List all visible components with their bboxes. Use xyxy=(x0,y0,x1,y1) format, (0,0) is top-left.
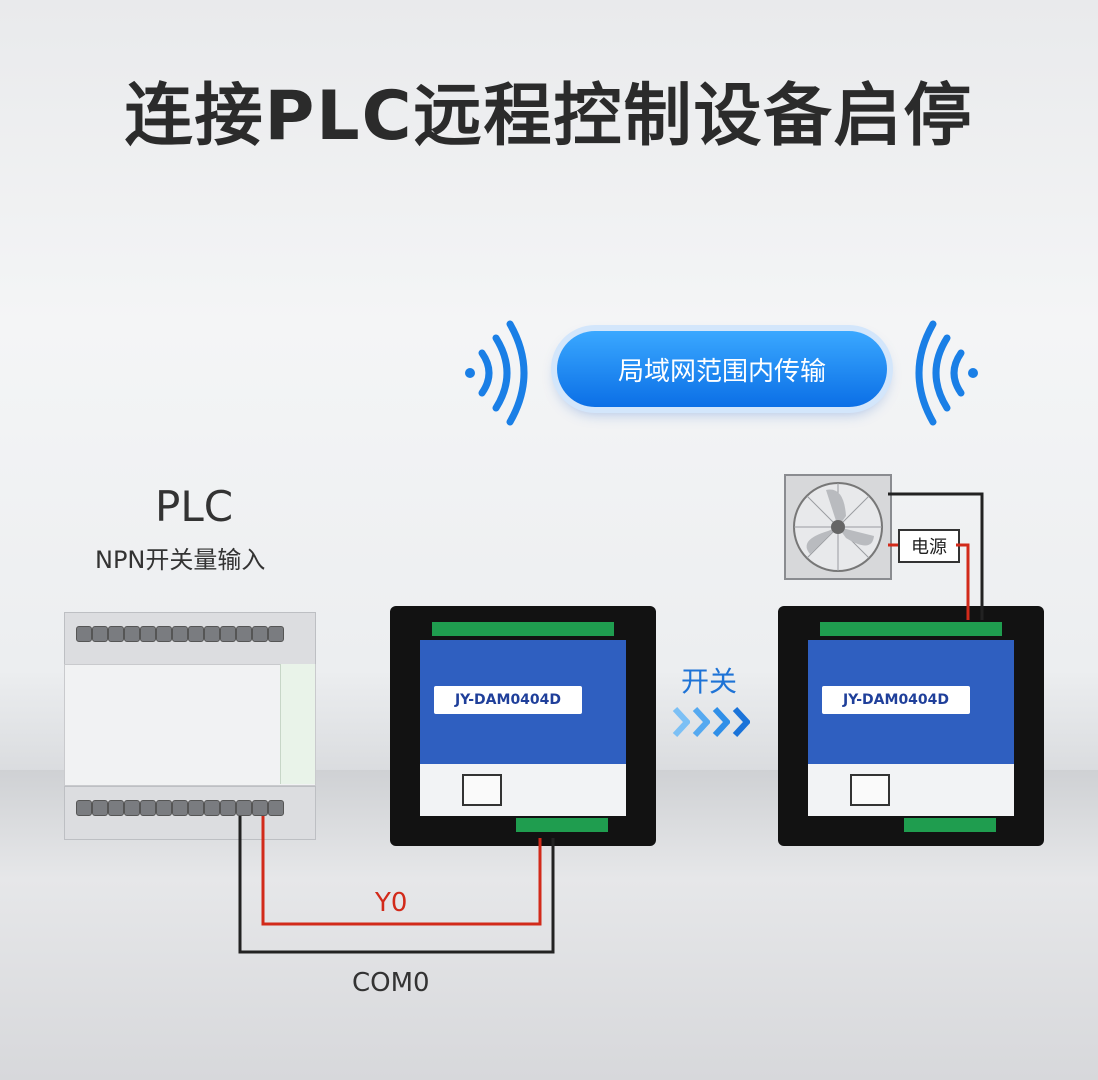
terminal-screw xyxy=(188,626,204,642)
input-terminals xyxy=(904,818,996,832)
terminal-screw xyxy=(204,800,220,816)
signal-wave-icon xyxy=(465,320,528,426)
terminal-screw xyxy=(140,626,156,642)
relay-module-2: JY-DAM0404D xyxy=(778,606,1044,846)
plc-title: PLC xyxy=(155,482,234,531)
output-terminals xyxy=(432,622,614,636)
chevron-right-icon xyxy=(732,706,750,738)
chevron-right-icon xyxy=(672,706,690,738)
ethernet-port-icon xyxy=(462,774,502,806)
terminal-screw xyxy=(252,626,268,642)
plc-body xyxy=(64,664,316,786)
terminal-screw xyxy=(172,800,188,816)
terminal-screw xyxy=(108,626,124,642)
terminal-screw xyxy=(156,626,172,642)
terminal-screw xyxy=(156,800,172,816)
module-model-label: JY-DAM0404D xyxy=(434,686,582,714)
terminal-screw xyxy=(188,800,204,816)
terminal-screw xyxy=(236,626,252,642)
wire-y0-label: Y0 xyxy=(375,888,408,918)
wire-y0 xyxy=(261,816,542,926)
terminal-screw xyxy=(220,626,236,642)
terminal-screw xyxy=(268,800,284,816)
wire-fan-red-b xyxy=(956,543,970,620)
terminal-screw xyxy=(252,800,268,816)
ethernet-port-icon xyxy=(850,774,890,806)
terminal-screw xyxy=(204,626,220,642)
terminal-screw xyxy=(236,800,252,816)
plc-device xyxy=(64,612,316,840)
terminal-screw xyxy=(140,800,156,816)
relay-module-1: JY-DAM0404D xyxy=(390,606,656,846)
plc-input-type: NPN开关量输入 xyxy=(95,546,266,574)
terminal-screw xyxy=(76,626,92,642)
chevron-right-icon xyxy=(692,706,710,738)
terminal-screw xyxy=(124,800,140,816)
wire-fan-black xyxy=(888,492,984,620)
terminal-screw xyxy=(124,626,140,642)
fan-icon xyxy=(784,474,892,580)
transmission-badge: 局域网范围内传输 xyxy=(557,331,887,407)
terminal-screw xyxy=(220,800,236,816)
module-model-label: JY-DAM0404D xyxy=(822,686,970,714)
terminal-screw xyxy=(92,626,108,642)
wire-com0 xyxy=(238,816,555,954)
terminal-screw xyxy=(108,800,124,816)
signal-wave-icon xyxy=(915,320,978,426)
page-title: 连接PLC远程控制设备启停 xyxy=(124,77,974,156)
terminal-screw xyxy=(268,626,284,642)
terminal-screw xyxy=(172,626,188,642)
power-label: 电源 xyxy=(898,529,960,563)
output-terminals xyxy=(820,622,1002,636)
input-terminals xyxy=(516,818,608,832)
wire-com0-label: COM0 xyxy=(352,968,430,998)
plc-led-panel xyxy=(280,664,315,784)
switch-label: 开关 xyxy=(681,665,738,698)
terminal-screw xyxy=(76,800,92,816)
chevron-right-icon xyxy=(712,706,730,738)
terminal-screw xyxy=(92,800,108,816)
